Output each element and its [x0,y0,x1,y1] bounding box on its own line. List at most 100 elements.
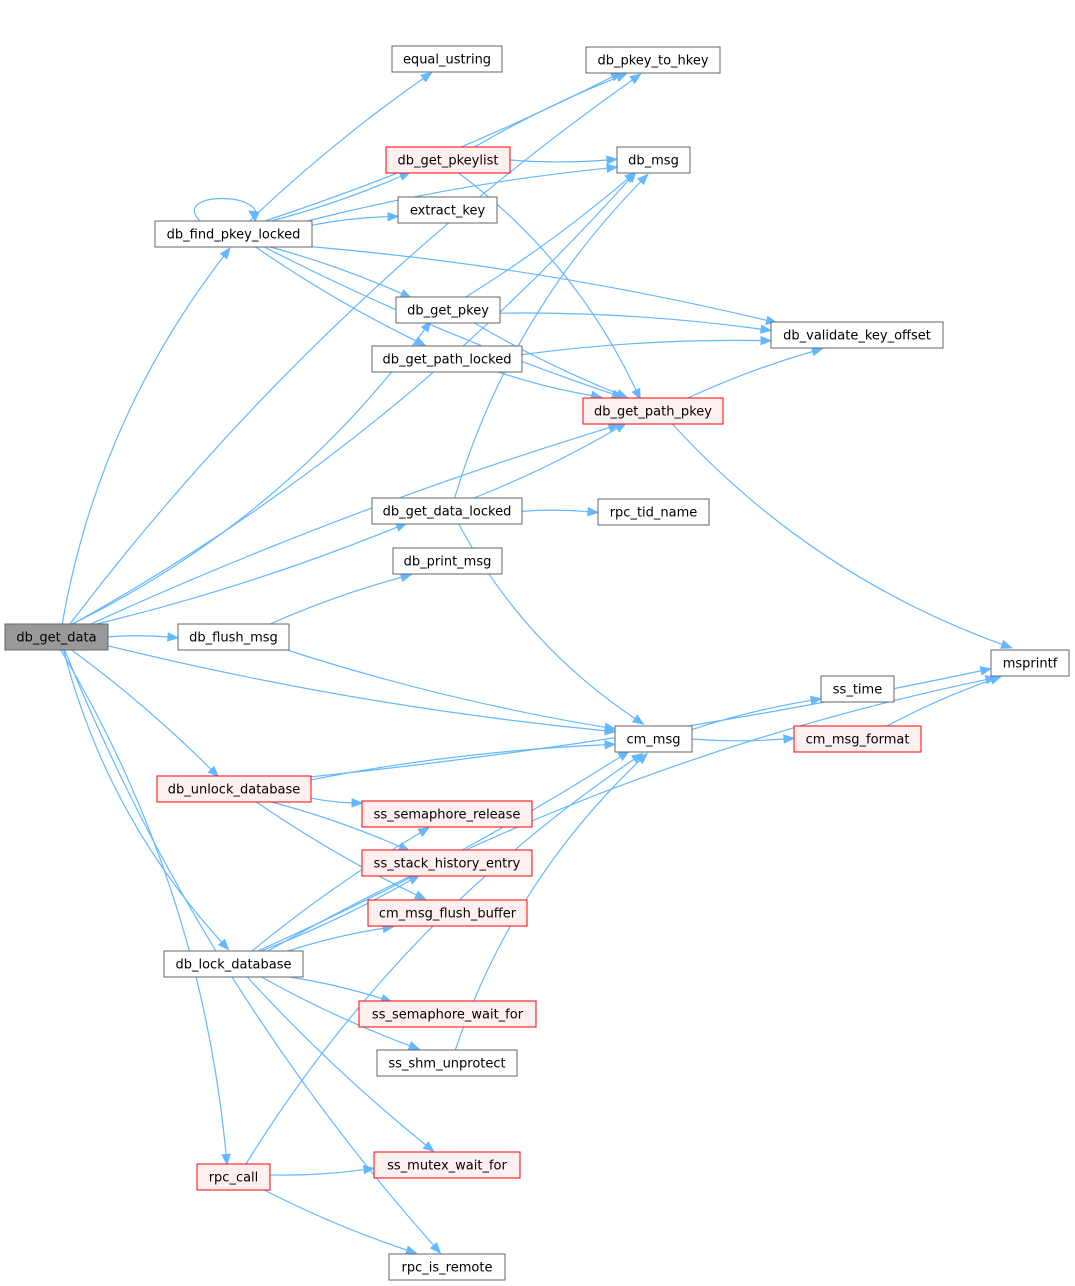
node-db_lock_database[interactable]: db_lock_database [163,950,304,978]
node-label: db_flush_msg [189,631,278,646]
node-box [391,45,503,73]
node-label: db_find_pkey_locked [167,228,301,243]
node-label: cm_msg [627,733,681,748]
node-cm_msg_flush_buffer[interactable]: cm_msg_flush_buffer [367,899,528,927]
node-db_get_path_locked[interactable]: db_get_path_locked [371,345,523,373]
node-box [397,196,498,224]
edge-db_find_pkey_locked-to-db_get_path_locked [255,246,427,346]
node-box [395,296,501,324]
edge-db_lock_database-to-ss_semaphore_wait_for [289,976,393,1004]
node-box [154,220,313,248]
edge-db_get_data_locked-to-rpc_tid_name [521,506,600,517]
node-db_print_msg[interactable]: db_print_msg [392,547,503,575]
edge-db_get_data-to-db_pkey_to_hkey [69,73,642,625]
edge-db_get_data_locked-to-db_msg [454,173,649,499]
node-db_unlock_database[interactable]: db_unlock_database [156,775,312,803]
node-label: db_pkey_to_hkey [597,54,708,69]
node-db_pkey_to_hkey[interactable]: db_pkey_to_hkey [585,46,721,74]
node-label: ss_mutex_wait_for [387,1159,507,1174]
node-box [371,345,523,373]
node-rpc_tid_name[interactable]: rpc_tid_name [597,498,710,526]
edge-db_lock_database-to-ss_shm_unprotect [261,976,421,1051]
node-label: equal_ustring [403,53,491,68]
edge-db_get_data-to-db_find_pkey_locked [61,247,231,625]
node-box [770,321,944,349]
node-label: db_unlock_database [168,783,301,798]
edge-db_get_data-to-db_lock_database [62,649,230,951]
node-db_get_data_locked[interactable]: db_get_data_locked [371,497,523,525]
node-db_get_pkeylist[interactable]: db_get_pkeylist [385,146,511,174]
edge-db_get_path_pkey-to-db_validate_key_offset [687,347,824,399]
edge-db_get_data_locked-to-db_get_path_pkey [473,422,628,499]
node-db_validate_key_offset[interactable]: db_validate_key_offset [770,321,944,349]
node-label: ss_stack_history_entry [374,857,521,872]
edge-db_get_path_pkey-to-msprintf [672,423,1013,649]
node-box [597,498,710,526]
node-db_find_pkey_locked[interactable]: db_find_pkey_locked [154,220,313,248]
node-label: rpc_is_remote [402,1261,493,1276]
node-ss_time[interactable]: ss_time [820,675,895,703]
node-db_get_pkey[interactable]: db_get_pkey [395,296,501,324]
node-box [367,899,528,927]
node-db_get_path_pkey[interactable]: db_get_path_pkey [582,397,724,425]
edge-rpc_call-to-cm_msg [245,752,644,1165]
node-label: db_get_path_locked [383,353,512,368]
node-box [376,1049,518,1077]
node-box [820,675,895,703]
node-box [358,1000,537,1028]
edge-db_get_pkey-to-db_validate_key_offset [499,312,773,334]
edge-rpc_call-to-ss_mutex_wait_for [269,1165,376,1176]
node-box [585,46,721,74]
node-label: db_msg [628,154,679,169]
node-box [371,497,523,525]
node-ss_stack_history_entry[interactable]: ss_stack_history_entry [361,849,533,877]
edge-cm_msg-to-cm_msg_format [691,734,796,744]
node-box [385,146,511,174]
node-ss_mutex_wait_for[interactable]: ss_mutex_wait_for [373,1151,521,1179]
node-label: cm_msg_format [806,733,910,748]
edge-db_find_pkey_locked-to-db_get_pkeylist [271,171,412,222]
node-equal_ustring[interactable]: equal_ustring [391,45,503,73]
node-box [616,146,691,174]
node-box [177,623,290,651]
edge-cm_msg_format-to-msprintf [886,675,1003,727]
edge-db_unlock_database-to-ss_semaphore_release [310,797,364,808]
node-extract_key[interactable]: extract_key [397,196,498,224]
edge-db_get_path_locked-to-db_get_path_pkey [498,371,603,401]
node-label: ss_semaphore_release [374,808,521,823]
edge-cm_msg-to-ss_time [691,695,823,731]
node-box [373,1151,521,1179]
node-box [156,775,312,803]
node-cm_msg[interactable]: cm_msg [614,725,693,753]
node-cm_msg_format[interactable]: cm_msg_format [793,725,922,753]
edge-db_lock_database-to-msprintf [267,674,998,952]
node-box [196,1163,271,1191]
node-box [392,547,503,575]
node-label: extract_key [410,204,486,219]
edge-db_get_pkey-to-db_get_path_pkey [474,322,629,398]
node-ss_semaphore_wait_for[interactable]: ss_semaphore_wait_for [358,1000,537,1028]
node-label: db_lock_database [175,958,291,973]
edge-db_find_pkey_locked-to-equal_ustring [248,71,433,222]
node-ss_semaphore_release[interactable]: ss_semaphore_release [361,800,533,828]
node-label: ss_semaphore_wait_for [372,1008,524,1023]
node-label: msprintf [1003,657,1058,672]
node-msprintf[interactable]: msprintf [990,649,1070,677]
node-rpc_call[interactable]: rpc_call [196,1163,271,1191]
node-ss_shm_unprotect[interactable]: ss_shm_unprotect [376,1049,518,1077]
node-db_msg[interactable]: db_msg [616,146,691,174]
edge-db_get_path_locked-to-db_validate_key_offset [521,335,773,356]
node-rpc_is_remote[interactable]: rpc_is_remote [388,1253,506,1281]
node-label: db_validate_key_offset [783,329,931,344]
edge-db_lock_database-to-cm_msg_flush_buffer [287,923,395,952]
node-db_flush_msg[interactable]: db_flush_msg [177,623,290,651]
node-label: rpc_call [209,1171,259,1186]
edge-db_get_data-to-db_get_data_locked [96,522,408,625]
edge-db_get_data-to-rpc_call [60,649,231,1166]
edge-db_find_pkey_locked-to-extract_key [311,211,400,226]
edge-db_find_pkey_locked-to-db_msg [307,163,619,222]
edge-db_get_pkey-to-db_msg [465,171,637,298]
edge-db_lock_database-to-ss_mutex_wait_for [246,976,435,1153]
